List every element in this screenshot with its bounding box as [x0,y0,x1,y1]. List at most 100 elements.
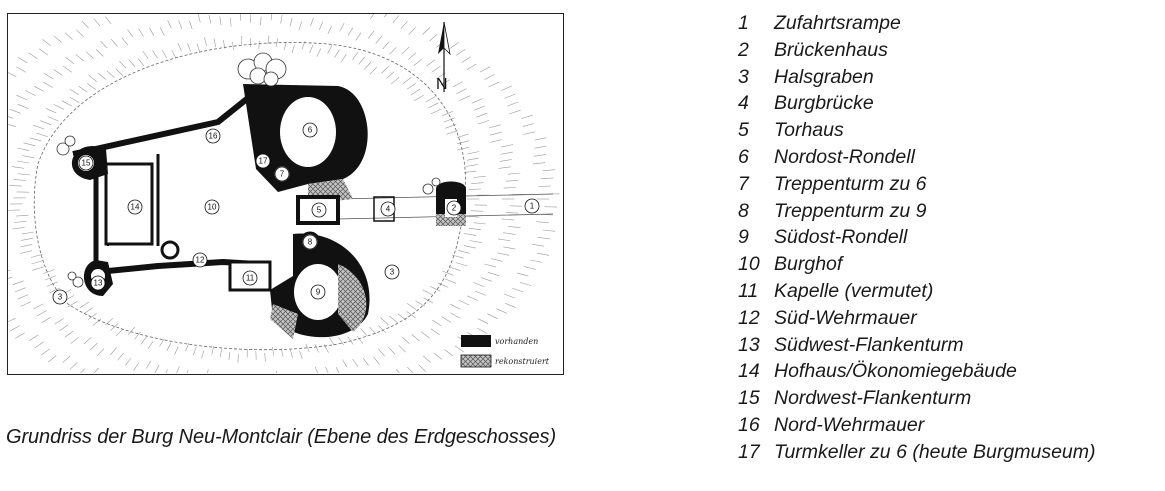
marker-5: 5 [311,202,327,218]
marker-6: 6 [302,122,318,138]
courtyard-round-tower [160,240,180,260]
legend-number: 6 [738,145,749,168]
legend-item: 10 Burghof [730,251,1096,278]
svg-text:6: 6 [308,126,313,135]
svg-text:3: 3 [390,268,395,277]
legend-label: Turmkeller zu 6 (heute Burgmuseum) [774,440,1096,463]
moat-outline [33,42,467,351]
key-swatch-reconstructed [460,354,492,368]
legend-number: 2 [738,38,749,61]
marker-16: 16 [205,128,221,144]
legend-number: 4 [738,92,749,115]
svg-text:12: 12 [196,256,205,265]
svg-text:13: 13 [94,279,103,288]
legend-number: 16 [738,413,760,436]
legend-item: 4 Burgbrücke [730,90,1096,117]
svg-text:8: 8 [308,238,313,247]
legend-item: 12 Süd-Wehrmauer [730,305,1096,332]
plan-caption: Grundriss der Burg Neu-Montclair (Ebene … [6,426,557,448]
legend-label: Nordwest-Flankenturm [774,387,972,410]
marker-14: 14 [127,199,143,215]
svg-text:5: 5 [317,206,322,215]
legend-number: 12 [738,306,760,329]
legend-label: Nordost-Rondell [774,145,915,168]
floor-plan-drawing: N vorhanden rekonstruiert 12334567891011… [8,14,560,373]
legend-item: 11 Kapelle (vermutet) [730,278,1096,305]
marker-9: 9 [310,284,326,300]
legend-item: 3 Halsgraben [730,64,1096,91]
legend-item: 15 Nordwest-Flankenturm [730,385,1096,412]
legend-number: 1 [738,12,749,34]
svg-text:2: 2 [452,204,457,213]
legend-label: Südwest-Flankenturm [774,333,964,356]
legend-label: Kapelle (vermutet) [774,279,934,302]
legend-number: 17 [738,440,760,463]
svg-text:16: 16 [209,132,218,141]
legend-item: 1 Zufahrtsrampe [730,10,1096,37]
legend-label: Burghof [774,253,843,276]
legend-label: Burgbrücke [774,92,874,115]
legend-label: Torhaus [774,119,844,142]
svg-text:3: 3 [58,293,63,302]
legend-number: 7 [738,172,749,195]
legend-number: 5 [738,119,749,142]
legend-item: 16 Nord-Wehrmauer [730,412,1096,439]
legend-item: 6 Nordost-Rondell [730,144,1096,171]
svg-text:10: 10 [208,203,217,212]
svg-text:15: 15 [82,159,91,168]
legend-item: 7 Treppenturm zu 6 [730,171,1096,198]
marker-13: 13 [90,275,106,291]
map-key: vorhanden rekonstruiert [460,335,550,368]
bridge-house-reconstructed [436,214,466,226]
key-swatch-existing [461,335,491,347]
marker-12: 12 [192,252,208,268]
marker-17: 17 [255,153,271,169]
legend-item: 13 Südwest-Flankenturm [730,332,1096,359]
key-label-reconstructed: rekonstruiert [495,357,550,366]
marker-8: 8 [302,234,318,250]
legend-number: 10 [738,253,760,276]
legend-number: 11 [738,279,759,302]
svg-text:14: 14 [131,203,140,212]
legend-item: 5 Torhaus [730,117,1096,144]
legend-item: 17 Turmkeller zu 6 (heute Burgmuseum) [730,439,1096,466]
legend-label: Nord-Wehrmauer [774,413,925,436]
legend-label: Süd-Wehrmauer [774,306,917,329]
marker-15: 15 [78,155,94,171]
marker-7: 7 [274,166,290,182]
rock-vegetation [56,52,441,288]
svg-text:11: 11 [246,274,255,283]
se-rondell-reconstructed [338,264,367,332]
north-label: N [436,76,448,93]
svg-text:9: 9 [316,288,321,297]
key-label-existing: vorhanden [495,337,538,346]
north-arrow: N [436,21,451,93]
legend-number: 13 [738,333,760,356]
legend-label: Halsgraben [774,65,874,88]
legend-item: 8 Treppenturm zu 9 [730,198,1096,225]
legend-label: Südost-Rondell [774,226,908,249]
legend-number: 3 [738,65,749,88]
legend-label: Treppenturm zu 6 [774,172,927,195]
legend-label: Zufahrtsrampe [774,12,901,34]
courtyard-fill [153,124,288,262]
marker-10: 10 [204,199,220,215]
marker-11: 11 [242,270,258,286]
marker-3: 3 [52,289,68,305]
legend-number: 15 [738,387,760,410]
legend-number: 8 [738,199,749,222]
svg-text:17: 17 [259,157,268,166]
marker-3: 3 [384,264,400,280]
svg-text:1: 1 [530,202,535,211]
marker-1: 1 [524,198,540,214]
legend-label: Treppenturm zu 9 [774,199,927,222]
marker-4: 4 [380,201,396,217]
svg-text:7: 7 [280,170,285,179]
svg-text:4: 4 [386,205,391,214]
marker-2: 2 [446,200,462,216]
